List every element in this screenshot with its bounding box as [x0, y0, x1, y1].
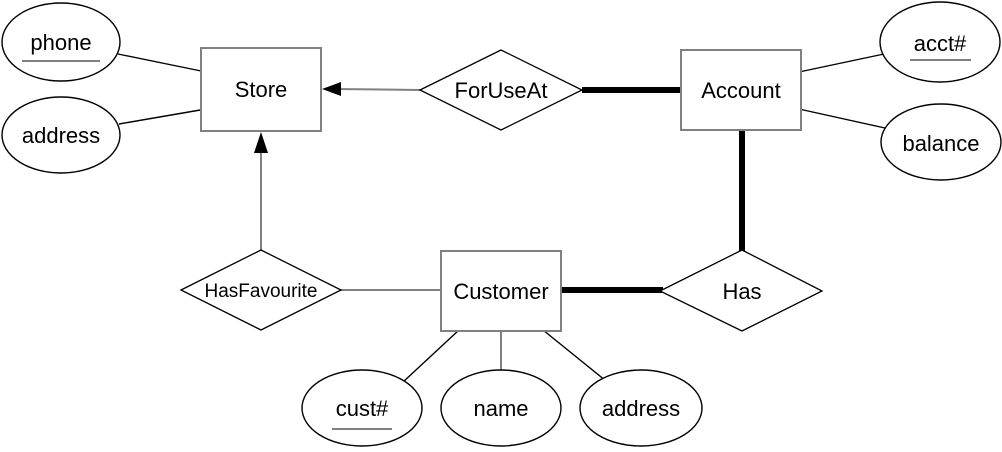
labels: Store Account Customer ForUseAt Has HasF… — [22, 30, 980, 421]
arrowhead-hasfavourite-to-store — [254, 132, 268, 153]
relationship-foruseat-label: ForUseAt — [455, 78, 548, 103]
attribute-balance-ellipse — [880, 103, 1002, 181]
entity-account-label: Account — [701, 78, 781, 103]
attribute-name-ellipse — [440, 369, 562, 447]
key-underlines — [22, 59, 971, 430]
relationship-has-label: Has — [722, 279, 761, 304]
relationship-hasfavourite-label: HasFavourite — [205, 281, 318, 302]
entity-customer-box — [440, 250, 562, 332]
arrowheads — [254, 82, 341, 153]
attribute-cust-ellipse — [301, 369, 423, 447]
attribute-name-label: name — [473, 396, 528, 421]
attribute-store-address-label: address — [22, 123, 100, 148]
relationship-has-diamond — [658, 249, 824, 332]
attribute-customer-address-label: address — [602, 396, 680, 421]
attribute-phone-label: phone — [30, 30, 91, 55]
attribute-customer-address-ellipse — [579, 369, 703, 447]
connector-address-store — [118, 108, 207, 125]
connector-customer-address — [542, 329, 612, 386]
arrowhead-foruseat-to-store — [322, 82, 341, 96]
connector-account-acct — [798, 53, 885, 73]
entity-store-label: Store — [235, 77, 288, 102]
connector-account-balance — [798, 108, 886, 129]
attribute-balance-label: balance — [902, 131, 979, 156]
relationship-hasfavourite-diamond — [179, 249, 343, 331]
entity-account-box — [680, 49, 802, 131]
attribute-cust-label: cust# — [336, 396, 389, 421]
attribute-acct-ellipse — [879, 1, 1001, 83]
relationship-foruseat-diamond — [418, 49, 584, 131]
connectors — [117, 53, 886, 386]
entity-store-box — [200, 47, 322, 132]
connector-foruseat-store — [333, 88, 421, 91]
relationship-shapes — [179, 49, 824, 332]
entity-shapes — [200, 47, 802, 332]
attribute-acct-label: acct# — [914, 31, 967, 56]
attribute-store-address-ellipse — [1, 96, 121, 174]
connector-customer-cust — [402, 329, 460, 383]
entity-customer-label: Customer — [453, 279, 548, 304]
connector-phone-store — [117, 53, 207, 73]
